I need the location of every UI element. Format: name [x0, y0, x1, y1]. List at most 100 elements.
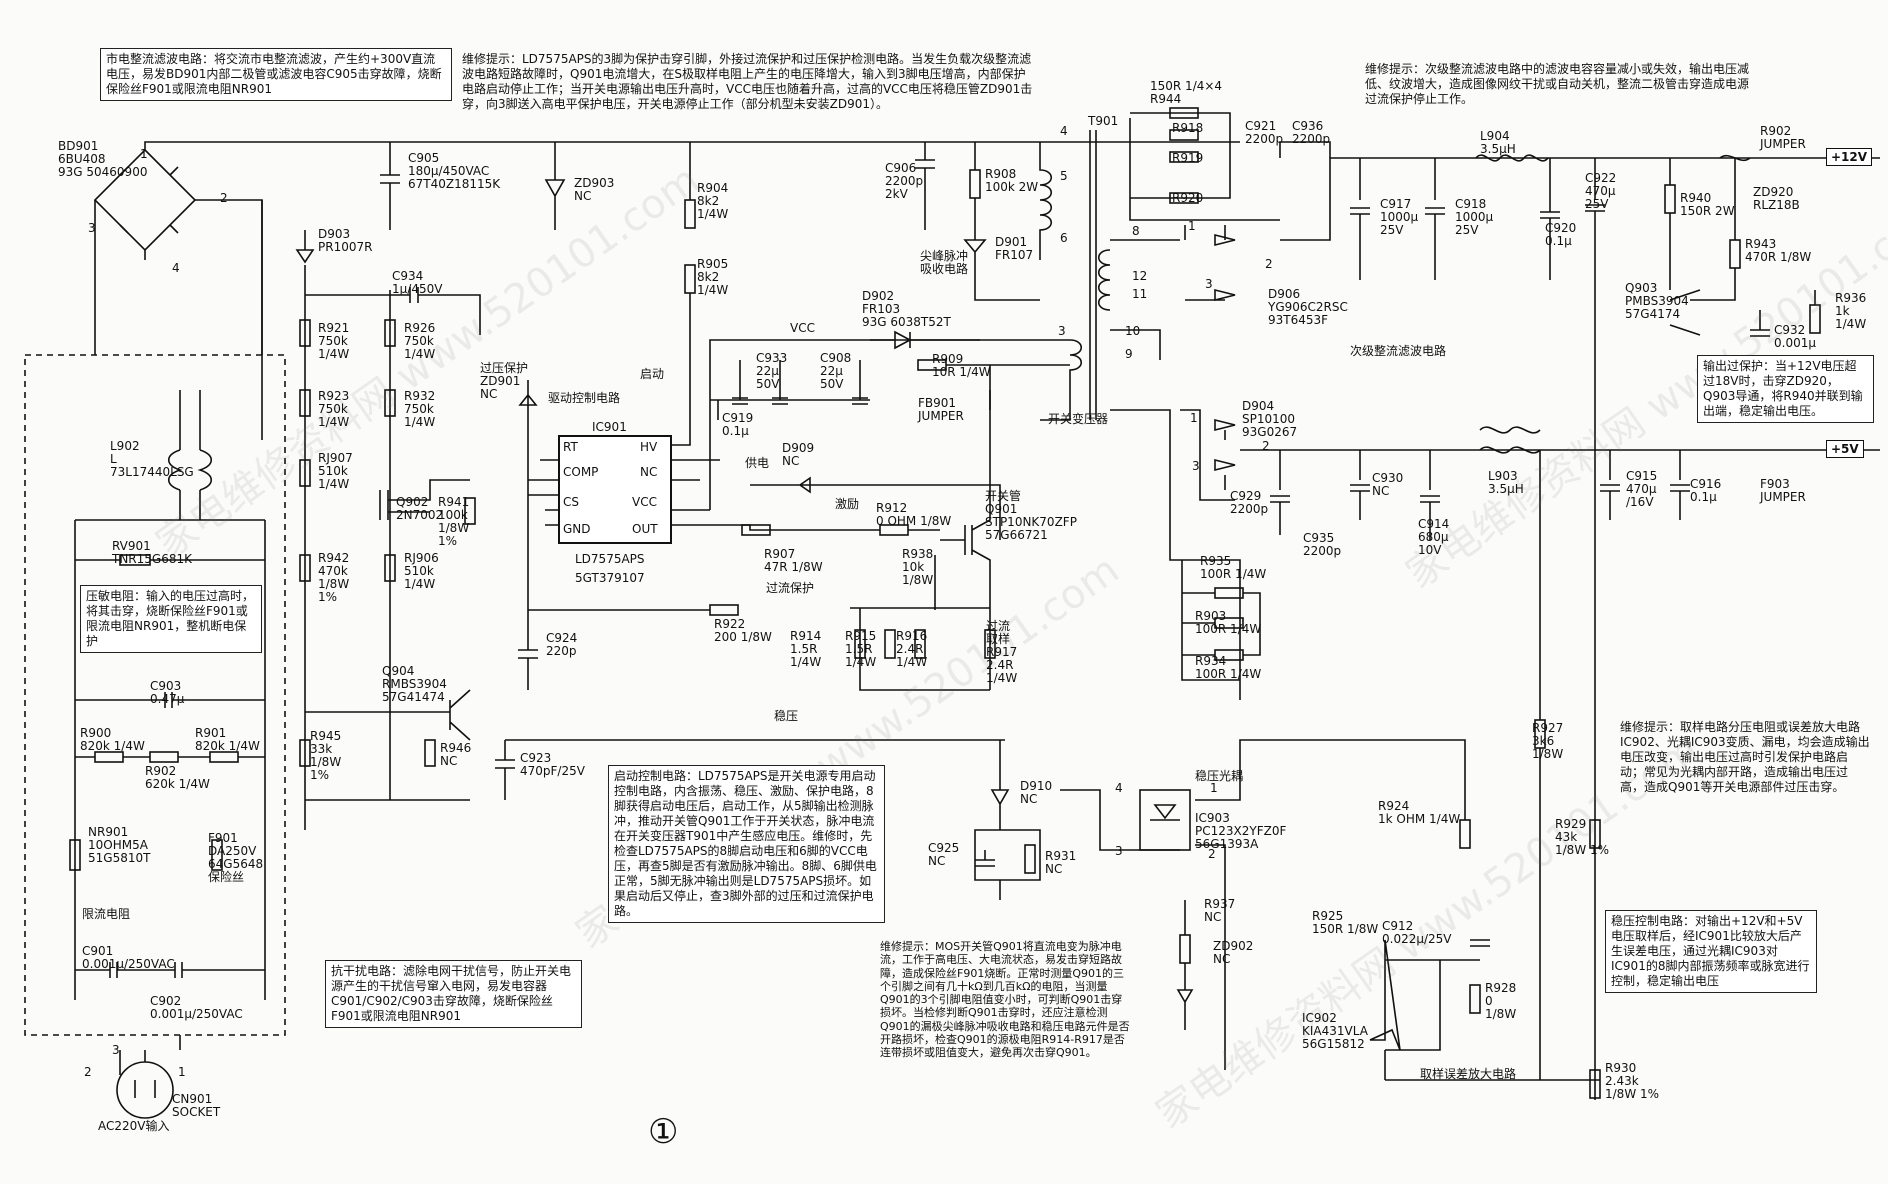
- label-xldz: 限流电阻: [82, 907, 131, 921]
- label-r922: R922 200 1/8W: [714, 617, 772, 644]
- label-c917: C917 1000μ 25V: [1380, 197, 1419, 237]
- label-tn4: 4: [1060, 124, 1068, 138]
- label-s3: 3: [112, 1043, 120, 1057]
- label-c916: C916 0.1μ: [1690, 477, 1722, 504]
- label-tn12: 12: [1132, 269, 1148, 283]
- label-o2: 2: [1208, 847, 1216, 861]
- label-r904: R904 8k2 1/4W: [697, 181, 729, 221]
- ic901-pin-gnd: GND: [563, 522, 591, 536]
- label-r934: R934 100R 1/4W: [1195, 654, 1262, 681]
- label-vcc: VCC: [790, 321, 815, 335]
- label-c903: C903 0.47μ: [150, 679, 185, 706]
- label-q901: 开关管 Q901 STP10NK70ZFP 57G66721: [985, 489, 1077, 542]
- label-c901: C901 0.001μ/250VAC: [82, 944, 175, 971]
- ic901-part: LD7575APS: [575, 552, 645, 566]
- label-tn8: 8: [1132, 224, 1140, 238]
- ic901-pin-rt: RT: [563, 440, 578, 454]
- label-c921: C921 2200p: [1245, 119, 1284, 146]
- label-pin1: 1: [140, 147, 148, 161]
- label-tn10: 10: [1125, 324, 1141, 338]
- label-r924: R924 1k OHM 1/4W: [1378, 799, 1461, 826]
- label-d906: D906 YG906C2RSC 93T6453F: [1268, 287, 1348, 327]
- label-l902: L902 L 73L17440LSG: [110, 439, 194, 479]
- label-o1: 1: [1210, 781, 1218, 795]
- label-d902: D902 FR103 93G 6038T52T: [862, 289, 951, 329]
- label-r901: R901 820k 1/4W: [195, 726, 260, 753]
- note-mains-rectifier: 市电整流滤波电路：将交流市电整流滤波，产生约+300V直流电压，易发BD901内…: [100, 48, 452, 101]
- label-f903: F903 JUMPER: [1760, 477, 1806, 504]
- note-startup-control: 启动控制电路：LD7575APS是开关电源专用启动控制电路，内含振荡、稳压、激励…: [608, 765, 885, 923]
- label-c915: C915 470μ /16V: [1626, 469, 1658, 509]
- label-r923: R923 750k 1/4W: [318, 389, 350, 429]
- label-r917: 过流 取样 R917 2.4R 1/4W: [986, 619, 1018, 685]
- ic901-pin-nc: NC: [640, 465, 658, 479]
- label-r936: R936 1k 1/4W: [1835, 291, 1867, 331]
- label-dn2: 2: [1265, 257, 1273, 271]
- label-tn6: 6: [1060, 231, 1068, 245]
- label-dn3: 3: [1205, 277, 1213, 291]
- label-r902: R902 620k 1/4W: [145, 764, 210, 791]
- label-c935: C935 2200p: [1303, 531, 1342, 558]
- label-jili: 激励: [835, 497, 860, 511]
- ic901-pin-comp: COMP: [563, 465, 599, 479]
- label-c934: C934 1μ/450V: [392, 269, 443, 296]
- note-overvoltage-protection: 维修提示：LD7575APS的3脚为保护击穿引脚，外接过流保护和过压保护检测电路…: [462, 52, 1033, 111]
- label-c922: C922 470μ 25V: [1585, 171, 1617, 211]
- label-r927: R927 3k6 1/8W: [1532, 721, 1564, 761]
- label-r909: R909 10R 1/4W: [932, 352, 991, 379]
- label-wygo: 稳压光耦: [1195, 769, 1244, 783]
- label-r919: R919: [1172, 151, 1204, 165]
- label-c905: C905 180μ/450VAC 67T40Z18115K: [408, 151, 501, 191]
- label-r928: R928 0 1/8W: [1485, 981, 1517, 1021]
- label-tn11: 11: [1132, 287, 1148, 301]
- label-d903: D903 PR1007R: [318, 227, 373, 254]
- label-rj907: RJ907 510k 1/4W: [318, 451, 353, 491]
- label-r918: R918: [1172, 121, 1204, 135]
- label-pin4: 4: [172, 261, 180, 275]
- label-r900: R900 820k 1/4W: [80, 726, 145, 753]
- label-cjzl: 次级整流滤波电路: [1350, 344, 1447, 358]
- label-c923: C923 470pF/25V: [520, 751, 585, 778]
- note-secondary-filter: 维修提示：次级整流滤波电路中的滤波电容容量减小或失效，输出电压减低、纹波增大，造…: [1365, 62, 1750, 106]
- label-ac220: AC220V输入: [98, 1119, 170, 1133]
- label-c932: C932 0.001μ: [1774, 323, 1816, 350]
- note-regulation-control: 稳压控制电路：对输出+12V和+5V电压取样后，经IC901比较放大后产生误差电…: [1605, 910, 1817, 993]
- label-c908: C908 22μ 50V: [820, 351, 852, 391]
- label-tn5: 5: [1060, 169, 1068, 183]
- note-interference: 抗干扰电路：滤除电网干扰信号，防止开关电源产生的干扰信号窜入电网，易发电容器C9…: [325, 960, 582, 1028]
- label-c902: C902 0.001μ/250VAC: [150, 994, 243, 1021]
- note-sampling: 维修提示：取样电路分压电阻或误差放大电路IC902、光耦IC903变质、漏电，均…: [1620, 720, 1870, 794]
- label-ic903: IC903 PC123X2YFZ0F 56G1393A: [1195, 811, 1287, 851]
- label-d910: D910 NC: [1020, 779, 1053, 806]
- label-q902: Q902 2N7002: [396, 495, 444, 522]
- label-ic902: IC902 KIA431VLA 56G15812: [1302, 1011, 1368, 1051]
- label-r908: R908 100k 2W: [985, 167, 1039, 194]
- label-cn901: CN901 SOCKET: [172, 1092, 221, 1119]
- label-r921: R921 750k 1/4W: [318, 321, 350, 361]
- label-l903: L903 3.5μH: [1488, 469, 1524, 496]
- note-12v-ovp: 输出过保护：当+12V电压超过18V时，击穿ZD920，Q903导通，将R940…: [1697, 355, 1874, 423]
- label-d4n2: 2: [1262, 439, 1270, 453]
- label-c924: C924 220p: [546, 631, 578, 658]
- label-r915: R915 1.5R 1/4W: [845, 629, 877, 669]
- label-r941: R941 100k 1/8W 1%: [438, 495, 470, 548]
- label-r925: R925 150R 1/8W: [1312, 909, 1379, 936]
- label-d4n1: 1: [1190, 411, 1198, 425]
- label-c918: C918 1000μ 25V: [1455, 197, 1494, 237]
- ic901-name: IC901: [592, 420, 627, 434]
- label-rv901: RV901 TNR15G681K: [112, 539, 192, 566]
- label-d904: D904 SP10100 93G0267: [1242, 399, 1298, 439]
- label-r902j: R902 JUMPER: [1760, 124, 1806, 151]
- label-qudong: 驱动控制电路: [548, 391, 621, 405]
- note-varistor: 压敏电阻：输入的电压过高时，将其击穿，烧断保险丝F901或限流电阻NR901，整…: [80, 585, 262, 653]
- label-nr901: NR901 10OHM5A 51G5810T: [88, 825, 151, 865]
- label-l904: L904 3.5μH: [1480, 129, 1516, 156]
- label-r943: R943 470R 1/8W: [1745, 237, 1812, 264]
- label-pin3: 3: [88, 221, 96, 235]
- label-qidong: 启动: [640, 367, 665, 381]
- label-rj906: RJ906 510k 1/4W: [404, 551, 439, 591]
- note-mos-switch: 维修提示：MOS开关管Q901将直流电变为脉冲电流，工作于高电压、大电流状态，易…: [880, 940, 1130, 1060]
- label-tn3: 3: [1058, 324, 1066, 338]
